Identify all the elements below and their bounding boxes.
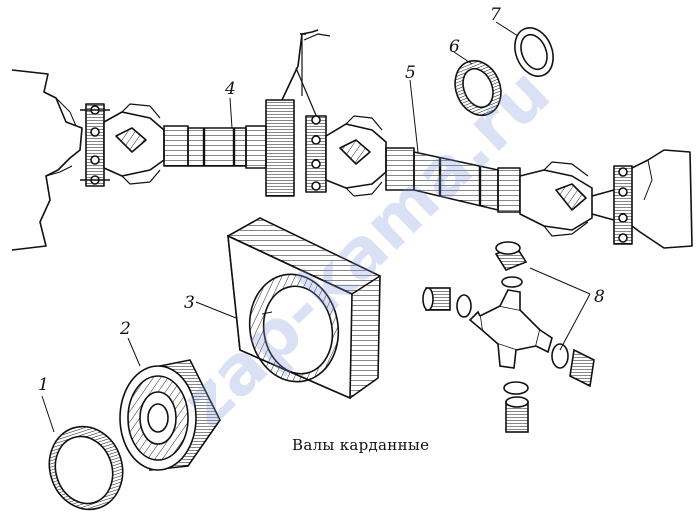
ring-1	[48, 425, 124, 511]
ring-7	[514, 27, 554, 77]
diagram-caption: Валы карданные	[292, 436, 430, 454]
right-flange	[591, 165, 633, 245]
callout-4: 4	[224, 79, 236, 99]
callout-3: 3	[184, 293, 195, 313]
shaft-assembly	[11, 29, 693, 251]
central-flange	[305, 115, 327, 193]
seal-6	[454, 59, 502, 117]
callout-5: 5	[405, 63, 416, 83]
right-mounting-body	[631, 149, 693, 249]
support-housing-3	[227, 217, 381, 400]
center-yoke	[325, 115, 387, 197]
leader-lines	[41, 21, 591, 433]
callout-1: 1	[38, 375, 49, 395]
callout-7: 7	[490, 5, 501, 25]
bearing-2	[119, 359, 221, 471]
universal-joint-kit-8	[422, 241, 595, 433]
left-yoke	[103, 103, 165, 185]
right-yoke	[519, 161, 593, 237]
left-mounting-body	[11, 69, 83, 251]
intermediate-support	[265, 29, 331, 197]
shaft-section-4	[163, 125, 267, 169]
callout-2: 2	[119, 319, 131, 339]
callout-6: 6	[449, 37, 460, 57]
callout-8: 8	[594, 287, 605, 307]
shaft-section-5	[385, 147, 521, 213]
